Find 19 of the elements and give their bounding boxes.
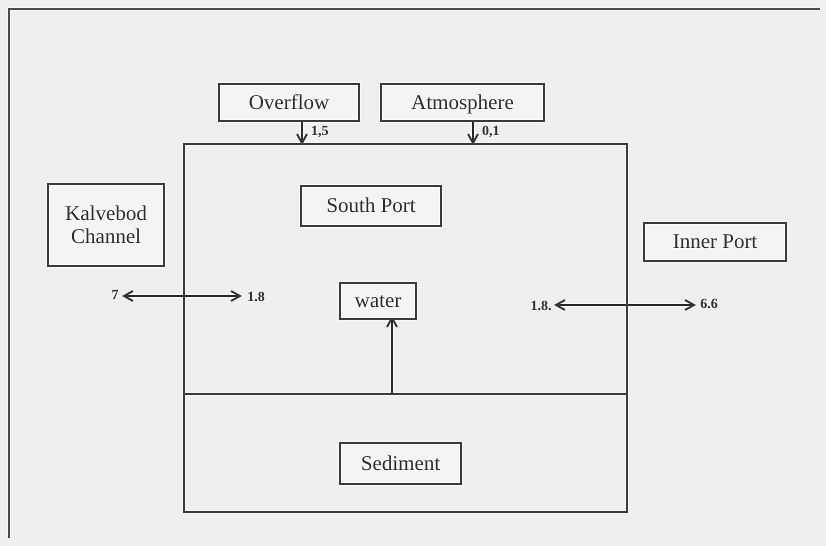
compartment-box xyxy=(183,143,628,395)
value-label: 1.8 xyxy=(242,288,270,308)
value-label: 7 xyxy=(106,286,124,306)
edge-label: 0,1 xyxy=(481,124,500,139)
arrow xyxy=(296,122,308,144)
compartment-box xyxy=(183,393,628,513)
arrow xyxy=(467,122,479,144)
label-box: Sediment xyxy=(339,442,462,485)
arrow xyxy=(123,290,241,302)
label-box: Overflow xyxy=(218,83,360,122)
label-box: Kalvebod Channel xyxy=(47,183,165,267)
label-box: Atmosphere xyxy=(380,83,545,122)
label-box: water xyxy=(339,282,417,320)
arrow xyxy=(555,299,695,311)
label-box: South Port xyxy=(300,185,442,227)
edge-label: 1,5 xyxy=(310,124,330,139)
label-box: Inner Port xyxy=(643,222,787,262)
value-label: 6.6 xyxy=(694,295,724,315)
value-label: 1.8. xyxy=(524,297,558,317)
